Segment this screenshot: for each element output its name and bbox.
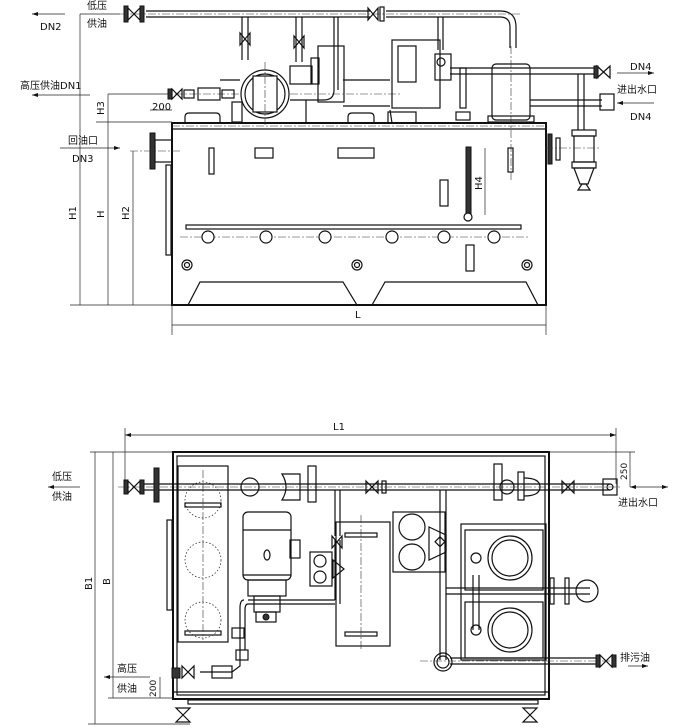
plan-view: L1 低压 供油 进出水口 排污油 高压 供油 B1 B 250 200 (48, 422, 668, 725)
dim-h: H (96, 210, 107, 218)
label-high-pressure-supply: 高压供油DN1 (20, 79, 82, 92)
label-plan-high-pressure-bottom: 供油 (117, 682, 137, 695)
label-water-in-out: 进出水口 (617, 83, 657, 96)
front-view: 低压 供油 DN2 高压供油DN1 回油口 DN3 DN4 进出水口 DN4 2… (20, 0, 657, 335)
label-dn4-bottom: DN4 (630, 112, 652, 123)
dim-h4: H4 (474, 176, 485, 190)
label-dn3: DN3 (72, 154, 94, 165)
plan-frame (166, 451, 550, 723)
tank-gauges (165, 146, 514, 272)
label-plan-high-pressure-top: 高压 (117, 662, 137, 675)
dim-h1: H1 (68, 206, 79, 220)
label-dn2: DN2 (40, 22, 62, 33)
oil-pump (167, 45, 400, 125)
label-return-oil: 回油口 (68, 134, 98, 147)
tank-body (171, 122, 547, 306)
plan-low-pressure-pipe (118, 463, 620, 503)
low-pressure-pipe (120, 5, 520, 90)
label-plan-low-pressure-top: 低压 (52, 470, 72, 483)
label-plan-low-pressure-bottom: 供油 (52, 490, 72, 503)
dim-b1: B1 (84, 577, 95, 590)
label-drain-oil: 排污油 (620, 651, 650, 664)
dim-hp-offset: 200 (149, 680, 159, 697)
label-dn4-top: DN4 (630, 62, 652, 73)
dim-h3: H3 (96, 101, 107, 115)
return-oil-flange (130, 132, 182, 170)
plan-cooler-filters (392, 490, 617, 672)
label-low-pressure-bottom: 供油 (87, 17, 107, 30)
dim-b: B (102, 578, 113, 585)
dim-l1: L1 (333, 422, 345, 433)
dim-flange-offset: 200 (152, 102, 171, 113)
label-low-pressure-top: 低压 (87, 0, 107, 12)
dim-length: L (355, 310, 361, 321)
lifting-handle-center (347, 112, 375, 122)
motor-filter-unit (343, 39, 615, 191)
tank-ports (181, 230, 533, 271)
plan-motor-pump (171, 490, 391, 680)
plan-dimensions (48, 428, 668, 725)
dim-h2: H2 (121, 206, 132, 220)
lifting-handle-left (184, 112, 221, 122)
label-plan-water-in-out: 进出水口 (618, 496, 658, 509)
front-dimensions (32, 12, 654, 335)
dim-water-offset: 250 (620, 463, 630, 480)
